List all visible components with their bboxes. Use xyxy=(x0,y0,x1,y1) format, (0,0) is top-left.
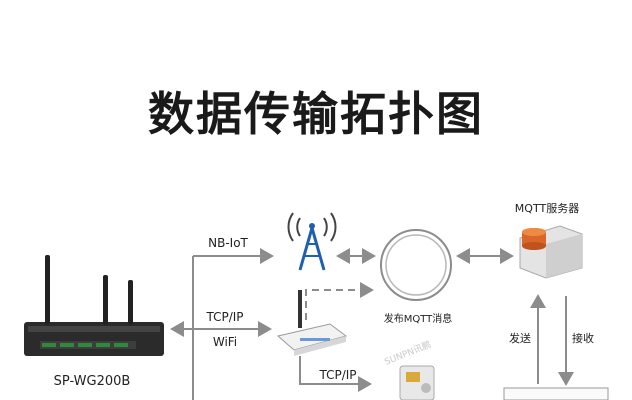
wifi-label: WiFi xyxy=(213,335,237,349)
client-device xyxy=(503,387,609,400)
nbiot-label: NB-IoT xyxy=(208,236,248,250)
router-icon xyxy=(276,290,348,356)
dashed-publish-arrow xyxy=(305,282,374,320)
tcpip-bottom-label: TCP/IP xyxy=(318,368,356,382)
publish-label: 发布MQTT消息 xyxy=(384,312,453,325)
mqtt-server-label: MQTT服务器 xyxy=(515,202,579,215)
receive-label: 接收 xyxy=(572,331,594,345)
antenna-icon xyxy=(128,280,133,325)
antenna-icon xyxy=(103,275,108,325)
antenna-icon xyxy=(45,255,50,325)
mqtt-broker-circle xyxy=(380,229,452,301)
server-icon xyxy=(519,225,583,279)
tcpip-bottom-arrow xyxy=(299,356,372,392)
gateway-device xyxy=(24,255,164,356)
page-title: 数据传输拓扑图 xyxy=(148,87,484,141)
cell-tower-icon xyxy=(287,212,337,271)
gateway-label: SP-WG200B xyxy=(54,374,131,389)
tcpip-label: TCP/IP xyxy=(205,310,243,324)
watermark: SUNPN讯鹏 xyxy=(383,338,433,368)
send-label: 发送 xyxy=(509,331,531,345)
industrial-device-icon xyxy=(399,365,435,400)
